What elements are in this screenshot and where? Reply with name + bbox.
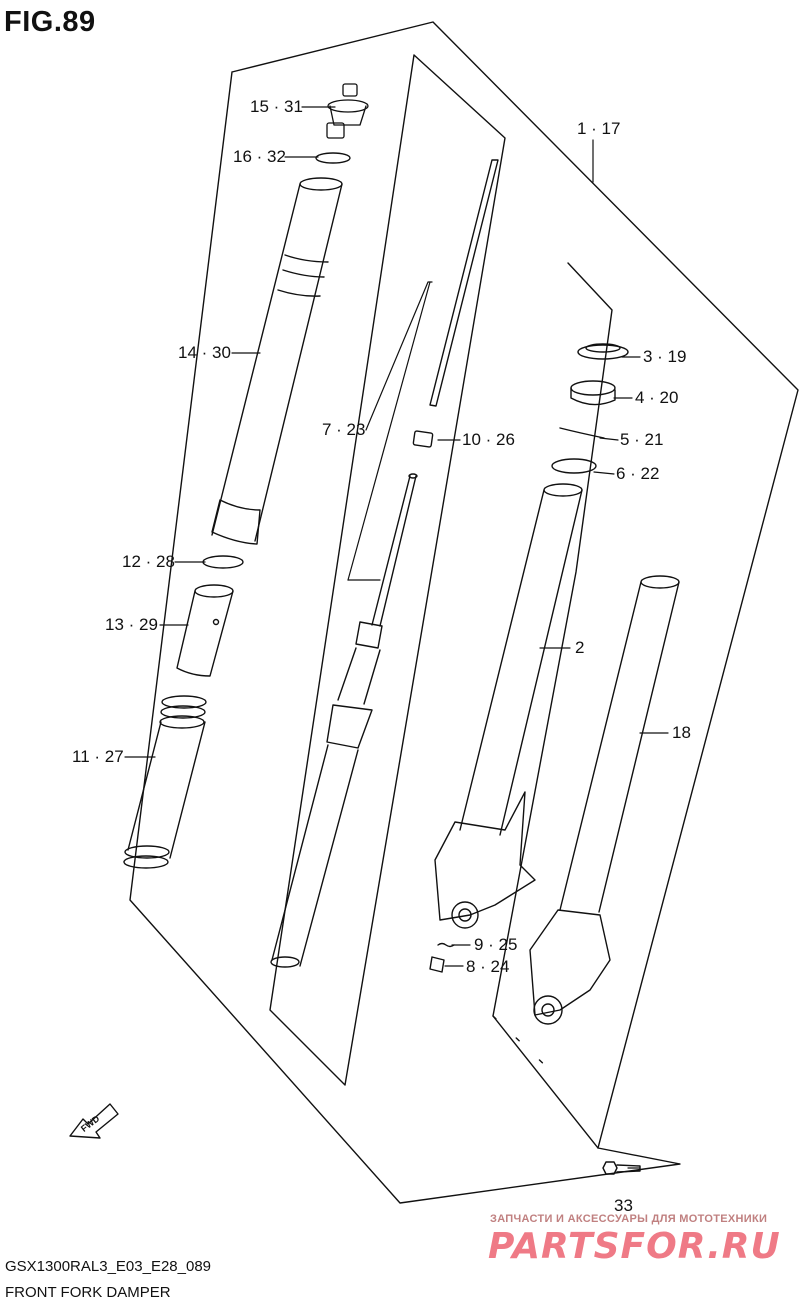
fwd-arrow-icon: FWD bbox=[69, 1103, 119, 1139]
outline-assembly bbox=[129, 21, 799, 1204]
callout-2: 2 bbox=[575, 638, 585, 657]
outline-damper bbox=[269, 54, 506, 1086]
o-ring bbox=[315, 152, 351, 164]
axle-bolt bbox=[602, 1161, 641, 1175]
callout-8: 8 · 24 bbox=[466, 957, 510, 976]
callout-10: 10 · 26 bbox=[462, 430, 515, 449]
small-spring bbox=[437, 942, 455, 948]
callout-13: 13 · 29 bbox=[105, 615, 158, 634]
callout-3: 3 · 19 bbox=[643, 347, 687, 366]
slide-bushing bbox=[551, 458, 597, 474]
hidden-line bbox=[492, 1015, 551, 1071]
callout-11: 11 · 27 bbox=[72, 747, 124, 766]
callout-12: 12 · 28 bbox=[122, 552, 175, 571]
damper-adjuster bbox=[326, 83, 369, 139]
figure-title: FIG.89 bbox=[4, 6, 96, 38]
diagram-caption: FRONT FORK DAMPER bbox=[5, 1284, 171, 1301]
diagram-code: GSX1300RAL3_E03_E28_089 bbox=[5, 1258, 212, 1275]
damper-rod bbox=[270, 159, 499, 968]
callout-33: 33 bbox=[614, 1196, 633, 1215]
callout-6: 6 · 22 bbox=[616, 464, 660, 483]
snap-ring bbox=[559, 427, 605, 439]
cartridge-tube bbox=[211, 177, 343, 545]
watermark-brand-logo: PARTSFOR.RU bbox=[488, 1226, 781, 1267]
callout-18: 18 bbox=[672, 723, 691, 742]
fork-spring bbox=[123, 695, 207, 869]
callout-14: 14 · 30 bbox=[178, 343, 231, 362]
callout-9: 9 · 25 bbox=[474, 935, 518, 954]
callout-16: 16 · 32 bbox=[233, 147, 286, 166]
oil-seal bbox=[570, 380, 616, 406]
inner-tube-left bbox=[434, 483, 583, 929]
watermark-tagline: ЗАПЧАСТИ И АКСЕССУАРЫ ДЛЯ МОТОТЕХНИКИ bbox=[490, 1213, 768, 1225]
callout-4: 4 · 20 bbox=[635, 388, 679, 407]
callout-7: 7 · 23 bbox=[322, 420, 366, 439]
outline-fork bbox=[492, 262, 613, 1149]
leader-lines bbox=[124, 106, 669, 1169]
dust-seal bbox=[577, 344, 629, 360]
inner-tube-right bbox=[529, 575, 680, 1025]
spacer-collar bbox=[176, 584, 234, 677]
callout-1: 1 · 17 bbox=[577, 119, 621, 138]
washer bbox=[202, 555, 244, 569]
callout-5: 5 · 21 bbox=[620, 430, 664, 449]
callout-15: 15 · 31 bbox=[250, 97, 303, 116]
bleed-screw bbox=[429, 956, 445, 973]
